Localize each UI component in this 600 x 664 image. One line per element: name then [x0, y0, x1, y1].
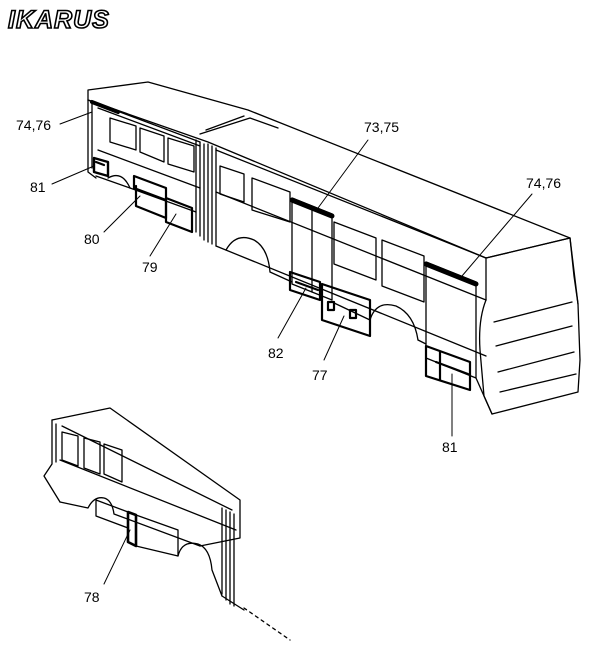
leader-74-76-front [462, 194, 532, 276]
callout-81-rear: 81 [30, 179, 46, 195]
rear-section-outline [44, 408, 290, 640]
leader-82 [278, 288, 306, 338]
callout-74-76-front: 74,76 [526, 175, 562, 191]
callout-79: 79 [142, 259, 158, 275]
leader-77 [324, 316, 344, 360]
leader-81-rear [52, 166, 94, 184]
callout-82: 82 [268, 345, 284, 361]
callout-77: 77 [312, 367, 328, 383]
callout-73-75: 73,75 [364, 119, 400, 135]
ikarus-logo: IKARUS [7, 6, 110, 34]
leader-78 [104, 530, 130, 584]
callout-74-76-rear: 74,76 [16, 117, 52, 133]
leader-lines [52, 112, 532, 584]
leader-74-76-rear [60, 112, 92, 124]
highlighted-parts [92, 102, 476, 390]
leader-79 [150, 214, 176, 256]
callout-81-front: 81 [442, 439, 458, 455]
leader-80 [104, 196, 140, 232]
articulated-bus-outline [88, 82, 580, 414]
callout-80: 80 [84, 231, 100, 247]
callout-78: 78 [84, 589, 100, 605]
leader-73-75 [318, 140, 368, 208]
